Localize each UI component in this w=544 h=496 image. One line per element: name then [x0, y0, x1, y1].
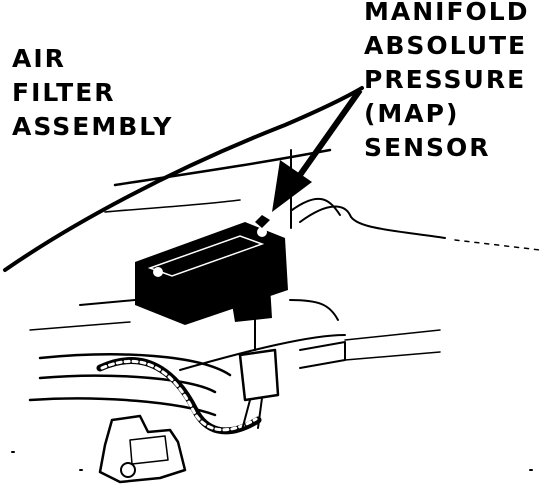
- connector-wire-lower: [241, 397, 263, 431]
- pipe-upper: [38, 353, 232, 377]
- map-sensor-nozzle: [255, 215, 270, 228]
- pipe-lower: [38, 374, 217, 394]
- map-sensor-lower-port: [230, 285, 272, 322]
- bracket-inner: [129, 435, 169, 465]
- map-sensor-mount-hole-2: [257, 227, 267, 237]
- housing-dashed-edge: [454, 239, 541, 251]
- map-label-line-5: SENSOR: [364, 133, 491, 162]
- bracket-bolt: [120, 462, 136, 478]
- callout-arrow: [272, 88, 363, 212]
- map-label-line-3: PRESSURE: [364, 65, 527, 94]
- manifold-top-edge: [79, 299, 136, 306]
- air-filter-label-line-2: FILTER: [12, 78, 116, 107]
- map-sensor-highlight: [147, 235, 265, 277]
- air-filter-housing-lower-edge: [113, 148, 332, 187]
- manifold-front-edge: [299, 341, 346, 369]
- map-sensor: [135, 215, 288, 325]
- connector-body: [238, 348, 280, 402]
- air-filter-assembly-label: AIR FILTER ASSEMBLY: [12, 42, 173, 144]
- map-label-line-1: MANIFOLD: [364, 0, 530, 26]
- manifold-far-right: [344, 329, 441, 361]
- manifold-long-edge: [29, 321, 131, 331]
- housing-edge-right: [299, 205, 446, 239]
- arrow-shaft: [297, 88, 363, 177]
- map-label-line-2: ABSOLUTE: [364, 31, 528, 60]
- vacuum-hose-outer: [96, 357, 262, 435]
- pipe-bottom: [28, 397, 217, 417]
- vacuum-hose-inner: [100, 359, 258, 432]
- mounting-bracket: [98, 414, 187, 484]
- map-label-line-4: (MAP): [364, 99, 460, 128]
- air-filter-label-line-1: AIR: [12, 44, 66, 73]
- map-sensor-mount-hole: [153, 267, 163, 277]
- arrow-head: [272, 160, 312, 212]
- air-filter-housing-outline: [3, 86, 364, 272]
- air-filter-label-line-3: ASSEMBLY: [12, 112, 174, 141]
- manifold-right-edge: [289, 299, 339, 321]
- map-sensor-label: MANIFOLD ABSOLUTE PRESSURE (MAP) SENSOR: [364, 0, 529, 165]
- air-filter-inner-curve: [104, 199, 241, 213]
- housing-curve-lower: [291, 197, 341, 216]
